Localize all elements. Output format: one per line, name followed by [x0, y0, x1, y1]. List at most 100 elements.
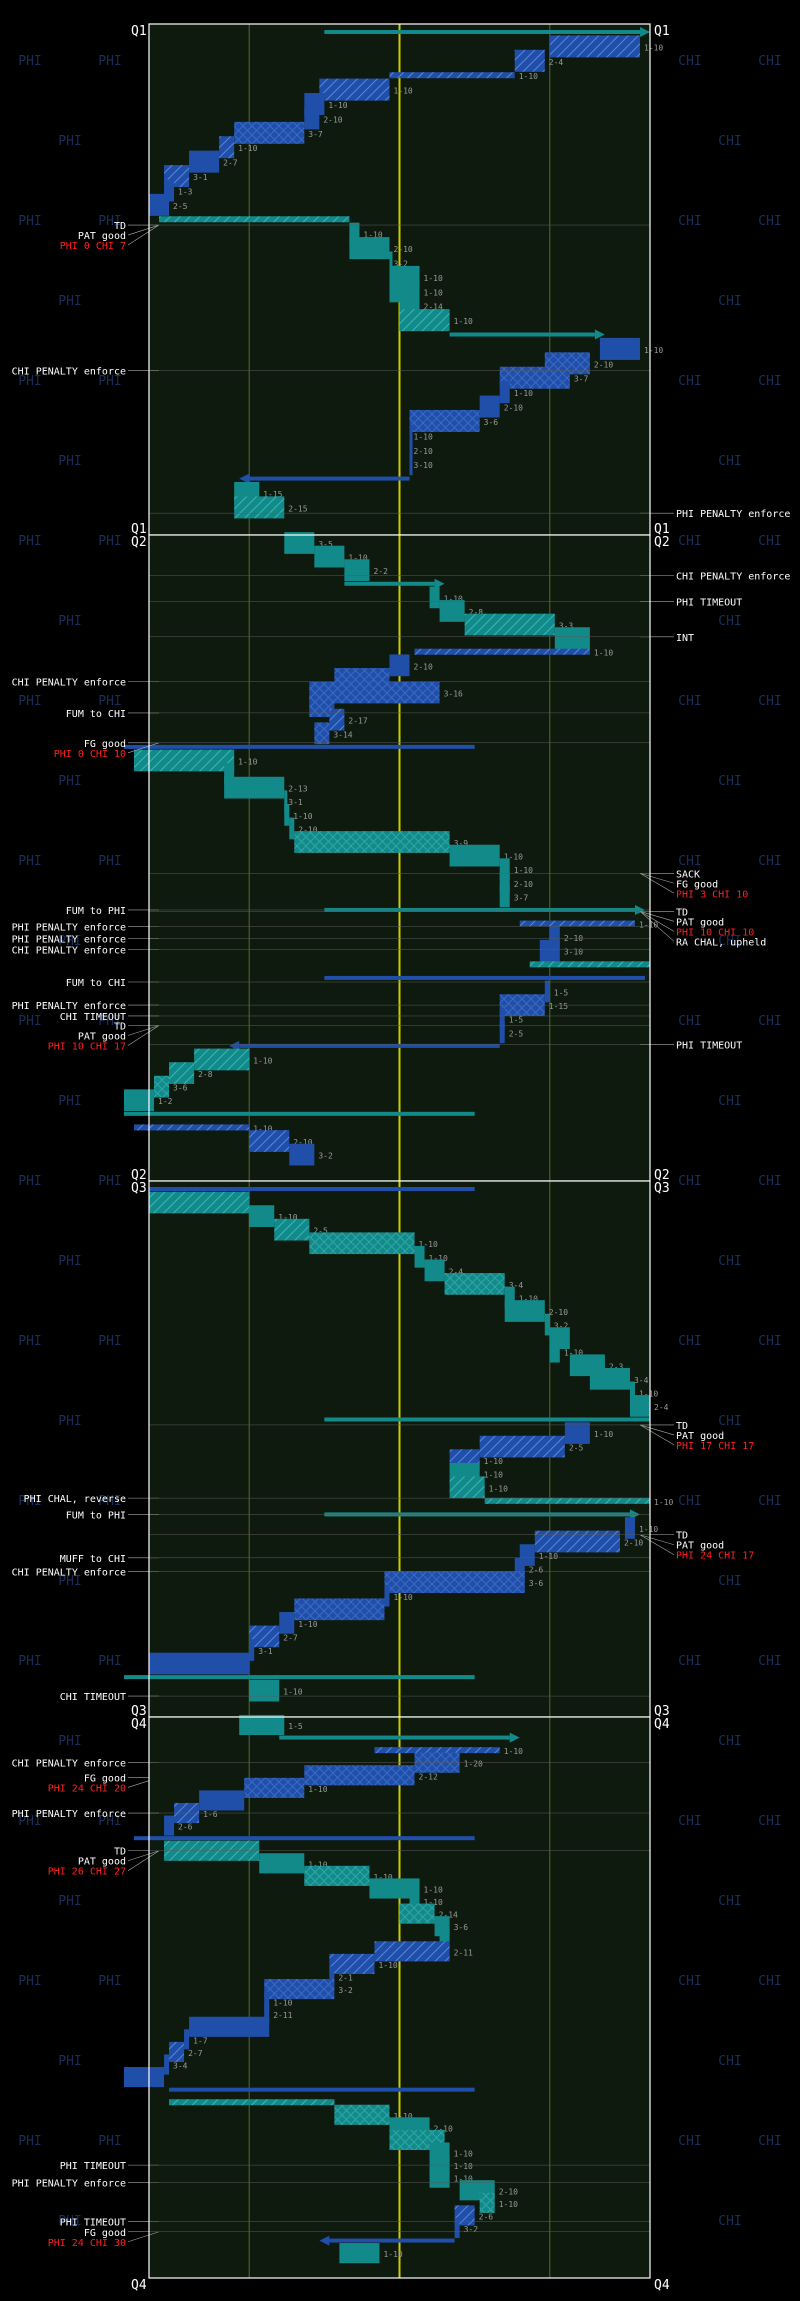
play-bar-chi [349, 222, 360, 245]
play-arrowhead [594, 329, 605, 340]
play-label: 2-6 [529, 1566, 544, 1575]
play-label: 2-6 [178, 1823, 193, 1832]
play-bar-phi [329, 2238, 455, 2243]
play-label: 3-6 [484, 418, 499, 427]
play-arrowhead [239, 473, 250, 484]
play-label: 3-1 [193, 173, 208, 182]
event-label: PAT good [676, 1541, 724, 1552]
quarter-label: Q1 [654, 522, 670, 537]
play-label: 1-5 [288, 1722, 303, 1731]
play-label: 1-10 [454, 317, 473, 326]
watermark-phi: PHI [58, 454, 81, 469]
play-label: 1-10 [298, 1620, 317, 1629]
play-label: 2-5 [313, 1227, 328, 1236]
play-bar-chi [123, 1111, 475, 1116]
watermark-phi: PHI [18, 694, 41, 709]
watermark-chi: CHI [718, 294, 741, 309]
watermark-chi: CHI [758, 1654, 781, 1669]
event-label: PAT good [78, 1031, 126, 1042]
play-bar-phi [389, 72, 515, 79]
play-label: 1-15 [549, 1002, 568, 1011]
event-leader [639, 1534, 675, 1546]
play-bar-phi [304, 107, 320, 130]
watermark-chi: CHI [758, 1014, 781, 1029]
event-label: RA CHAL, upheld [676, 937, 766, 948]
event-label: CHI PENALTY enforce [12, 1759, 126, 1770]
play-label: 1-10 [454, 2162, 473, 2171]
play-bar-chi [504, 1300, 545, 1322]
play-label: 1-10 [594, 649, 613, 658]
play-bar-chi [224, 763, 235, 785]
play-bar-chi [399, 1903, 435, 1924]
event-label: PHI PENALTY enforce [676, 509, 790, 520]
play-label: 2-5 [509, 1029, 524, 1038]
score-label: PHI 10 CHI 17 [48, 1041, 126, 1052]
watermark-phi: PHI [98, 214, 121, 229]
play-bar-chi [484, 1497, 650, 1504]
score-label: PHI 0 CHI 7 [60, 241, 126, 252]
play-bar-chi [504, 1286, 515, 1309]
quarter-label: Q2 [654, 535, 670, 550]
play-bar-phi [414, 648, 590, 655]
play-label: 1-10 [348, 554, 367, 563]
watermark-phi: PHI [58, 1414, 81, 1429]
quarter-label: Q4 [654, 2278, 670, 2293]
event-leader [639, 1424, 675, 1436]
event-label: TD [114, 1021, 126, 1032]
quarter-q3: 1-102-51-101-102-43-41-102-103-21-102-33… [12, 1180, 754, 1794]
play-bar-chi [429, 2167, 450, 2188]
play-label: 3-16 [444, 690, 463, 699]
play-label: 3-6 [454, 1923, 469, 1932]
play-bar-phi [454, 2217, 460, 2239]
play-label: 1-5 [554, 989, 569, 998]
play-label: 1-10 [378, 1961, 397, 1970]
play-label: 1-10 [424, 1898, 443, 1907]
play-bar-chi [304, 1865, 370, 1886]
play-label: 1-10 [484, 1471, 503, 1480]
plays: 1-102-51-101-102-43-41-102-103-21-102-33… [123, 1187, 673, 1702]
play-bar-phi [549, 926, 560, 949]
play-bar-chi [449, 1476, 485, 1499]
plays: 1-102-41-101-101-102-103-71-102-73-11-32… [149, 27, 663, 519]
quarter-label: Q2 [131, 535, 147, 550]
watermark-chi: CHI [718, 1734, 741, 1749]
play-label: 3-2 [464, 2225, 479, 2234]
watermark-chi: CHI [718, 1254, 741, 1269]
watermark-phi: PHI [18, 54, 41, 69]
event-label: SACK [676, 869, 700, 880]
play-label: 1-10 [273, 1999, 292, 2008]
watermark-chi: CHI [718, 934, 741, 949]
event-leader [127, 224, 160, 236]
play-bar-chi [284, 803, 290, 826]
play-label: 2-3 [609, 1362, 624, 1371]
watermark-phi: PHI [98, 1174, 121, 1189]
watermark-phi: PHI [18, 1494, 41, 1509]
play-label: 3-4 [634, 1376, 649, 1385]
play-bar-phi [514, 1557, 525, 1580]
quarter-label: Q3 [131, 1704, 147, 1719]
play-bar-phi [539, 939, 560, 962]
play-label: 1-10 [424, 274, 443, 283]
play-bar-phi [169, 2087, 475, 2092]
play-bar-chi [339, 2243, 380, 2264]
play-bar-phi [384, 1571, 525, 1594]
play-bar-chi [414, 1245, 425, 1268]
event-label: PHI CHAL, reverse [24, 1494, 126, 1505]
play-bar-chi [389, 251, 393, 274]
play-bar-chi [499, 858, 510, 881]
event-label: FUM to PHI [66, 1510, 126, 1521]
play-bar-phi [133, 1124, 250, 1131]
play-bar-phi [409, 424, 413, 447]
play-label: 1-10 [444, 594, 463, 603]
play-bar-phi [264, 1991, 270, 2012]
event-leader [127, 1025, 160, 1036]
play-bar-phi [169, 2041, 185, 2063]
play-label: 1-10 [424, 1885, 443, 1894]
quarter-label: Q4 [131, 1717, 147, 1732]
watermark-chi: CHI [678, 1014, 701, 1029]
play-bar-phi [499, 381, 510, 404]
play-label: 2-10 [434, 2124, 453, 2133]
play-bar-phi [279, 1612, 295, 1634]
